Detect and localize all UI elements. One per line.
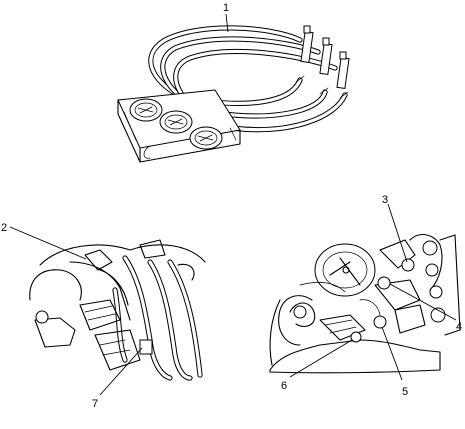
hose-fittings xyxy=(295,25,350,99)
vacuum-port-b xyxy=(401,258,415,272)
vacuum-port-d xyxy=(350,331,362,343)
callout-4: 4 xyxy=(456,321,462,333)
vacuum-port-a xyxy=(377,276,391,290)
callout-2: 2 xyxy=(1,222,7,234)
vacuum-port-c xyxy=(373,315,387,329)
vacuum-gauges xyxy=(129,98,223,150)
hanger-hook xyxy=(143,145,151,159)
callout-labels: 1 2 3 4 5 6 7 xyxy=(1,2,462,410)
vacuum-gauge-set xyxy=(117,13,350,163)
throttle-body-assembly xyxy=(9,226,206,396)
callout-6: 6 xyxy=(281,380,287,392)
callout-3: 3 xyxy=(382,194,388,206)
vacuum-port-fitting xyxy=(139,339,153,355)
callout-7: 7 xyxy=(92,398,98,410)
callout-1: 1 xyxy=(223,2,229,14)
callout-5: 5 xyxy=(402,386,408,398)
engine-assembly xyxy=(269,203,461,381)
